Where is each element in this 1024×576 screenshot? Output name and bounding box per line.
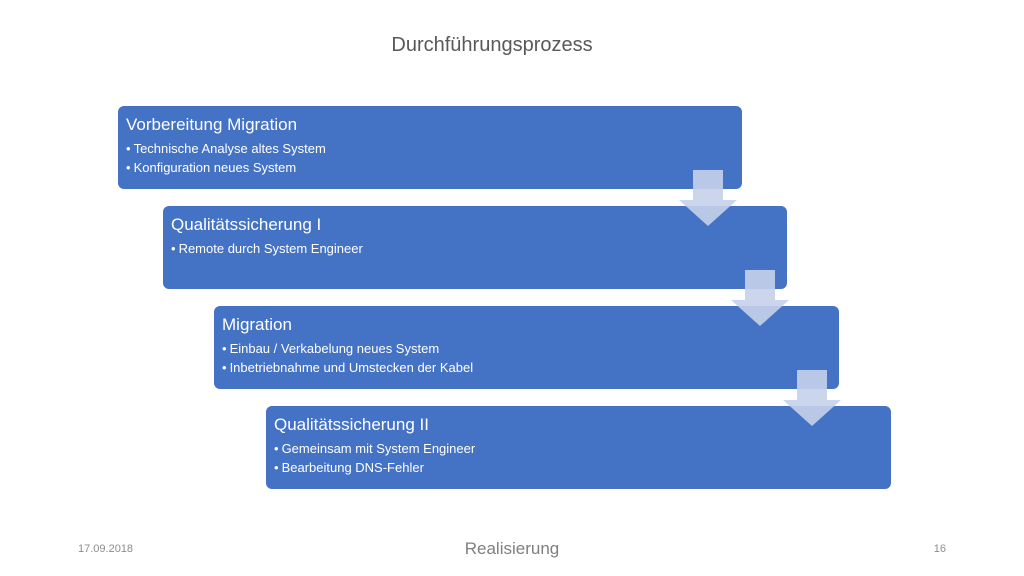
step-bullet: Remote durch System Engineer [171, 239, 779, 258]
footer-section-title: Realisierung [464, 539, 560, 558]
slide-title: Durchführungsprozess [391, 34, 593, 56]
step-bullet-list: Einbau / Verkabelung neues System Inbetr… [222, 339, 831, 377]
footer-date: 17.09.2018 [78, 543, 134, 555]
step-heading: Migration [222, 315, 292, 334]
step-bullet: Einbau / Verkabelung neues System [222, 339, 831, 358]
step-heading: Qualitätssicherung II [274, 415, 429, 434]
process-step-4: Qualitätssicherung II Gemeinsam mit Syst… [266, 406, 891, 489]
down-arrow-icon [679, 170, 737, 226]
down-arrow-icon [783, 370, 841, 426]
step-bullet-list: Gemeinsam mit System Engineer Bearbeitun… [274, 439, 883, 477]
down-arrow-icon [731, 270, 789, 326]
step-bullet-list: Remote durch System Engineer [171, 239, 779, 258]
step-heading: Qualitätssicherung I [171, 215, 322, 234]
step-bullet: Inbetriebnahme und Umstecken der Kabel [222, 358, 831, 377]
slide-number: 16 [933, 543, 946, 555]
step-bullet: Gemeinsam mit System Engineer [274, 439, 883, 458]
process-step-2: Qualitätssicherung I Remote durch System… [163, 206, 787, 289]
step-bullet: Technische Analyse altes System [126, 139, 734, 158]
step-bullet-list: Technische Analyse altes System Konfigur… [126, 139, 734, 177]
step-bullet: Konfiguration neues System [126, 158, 734, 177]
process-step-3: Migration Einbau / Verkabelung neues Sys… [214, 306, 839, 389]
process-step-1: Vorbereitung Migration Technische Analys… [118, 106, 742, 189]
step-heading: Vorbereitung Migration [126, 115, 298, 134]
step-bullet: Bearbeitung DNS-Fehler [274, 458, 883, 477]
